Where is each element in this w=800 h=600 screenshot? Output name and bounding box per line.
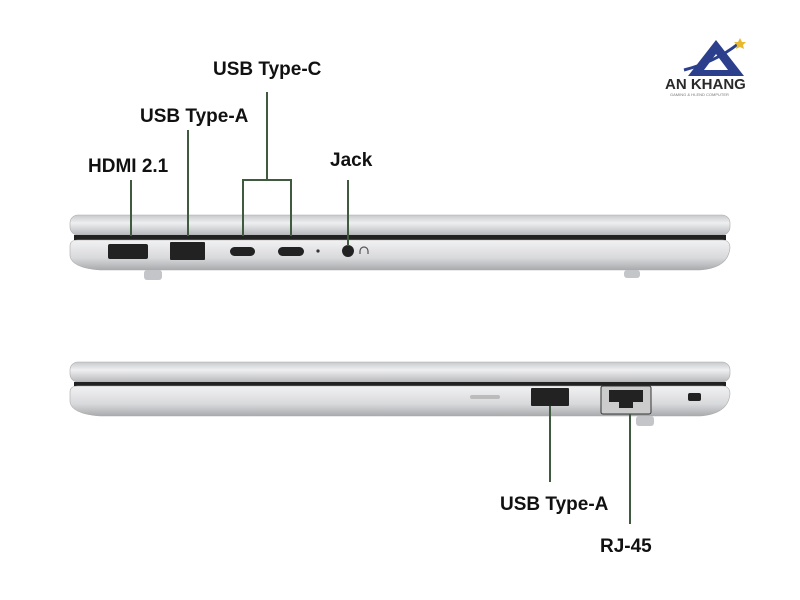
label-usb-c: USB Type-C [213,59,322,80]
status-slot [470,395,500,399]
usb-c-port [230,247,255,256]
usb-a-port [531,388,569,406]
usb-a-port [170,242,205,260]
foot [624,270,640,278]
led-indicator [316,249,320,253]
hdmi-port [108,244,148,259]
label-usb-a-left: USB Type-A [140,106,249,127]
audio-jack-port [342,245,354,257]
headphone-icon [359,246,369,254]
foot [144,270,162,280]
label-hdmi: HDMI 2.1 [88,156,169,177]
logo-name: AN KHANG [665,76,746,93]
usb-c-port [278,247,304,256]
star-icon [734,38,746,49]
label-rj45: RJ-45 [600,536,652,557]
leader-lines [130,92,631,524]
label-usb-a-right: USB Type-A [500,494,609,515]
foot [636,416,654,426]
label-jack: Jack [330,150,373,171]
security-lock-slot [688,393,701,401]
logo-tagline: GAMING & HI-END COMPUTER [670,92,729,97]
brand-logo: AN KHANG GAMING & HI-END COMPUTER [665,38,746,97]
laptop-left-side [69,214,731,280]
laptop-right-side [69,361,731,426]
